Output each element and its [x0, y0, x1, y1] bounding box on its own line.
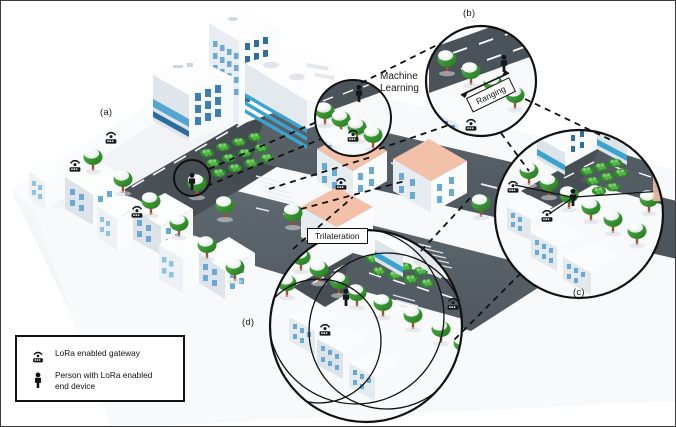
legend-item-person: Person with LoRa enabled end device: [30, 370, 152, 391]
legend-label-person-line1: Person with LoRa enabled: [55, 370, 153, 380]
trilateration-circle: [270, 230, 445, 405]
machine-learning-label: Machine Learning: [380, 71, 419, 95]
office-building-left: [153, 59, 233, 141]
connector-lines: [206, 42, 614, 342]
panel-label-c: (c): [573, 287, 585, 298]
panel-label-d: (d): [242, 317, 255, 328]
trilateration-tag: Trilateration: [307, 228, 368, 244]
trilateration-circle: [308, 252, 462, 410]
trilateration-circle: [270, 278, 382, 404]
legend-item-gateway: LoRa enabled gateway: [30, 348, 140, 366]
crosswalk: [255, 175, 296, 204]
legend-box: LoRa enabled gateway Person with LoRa en…: [15, 335, 185, 402]
legend-label-gateway: LoRa enabled gateway: [55, 348, 140, 358]
machine-learning-line2: Learning: [380, 83, 419, 94]
inset-gateways-c: [493, 128, 665, 300]
panel-label-a: (a): [100, 107, 113, 118]
panel-label-b: (b): [463, 8, 476, 19]
person-highlight-circle: [173, 159, 211, 197]
person-end-device-icon: [35, 372, 41, 388]
inset-trilateration-d: [268, 228, 464, 424]
legend-label-person-line2: end device: [55, 380, 96, 391]
machine-learning-line1: Machine: [380, 71, 418, 82]
lora-gateway-icon: [33, 351, 43, 363]
legend-label-person: Person with LoRa enabled end device: [55, 370, 152, 391]
